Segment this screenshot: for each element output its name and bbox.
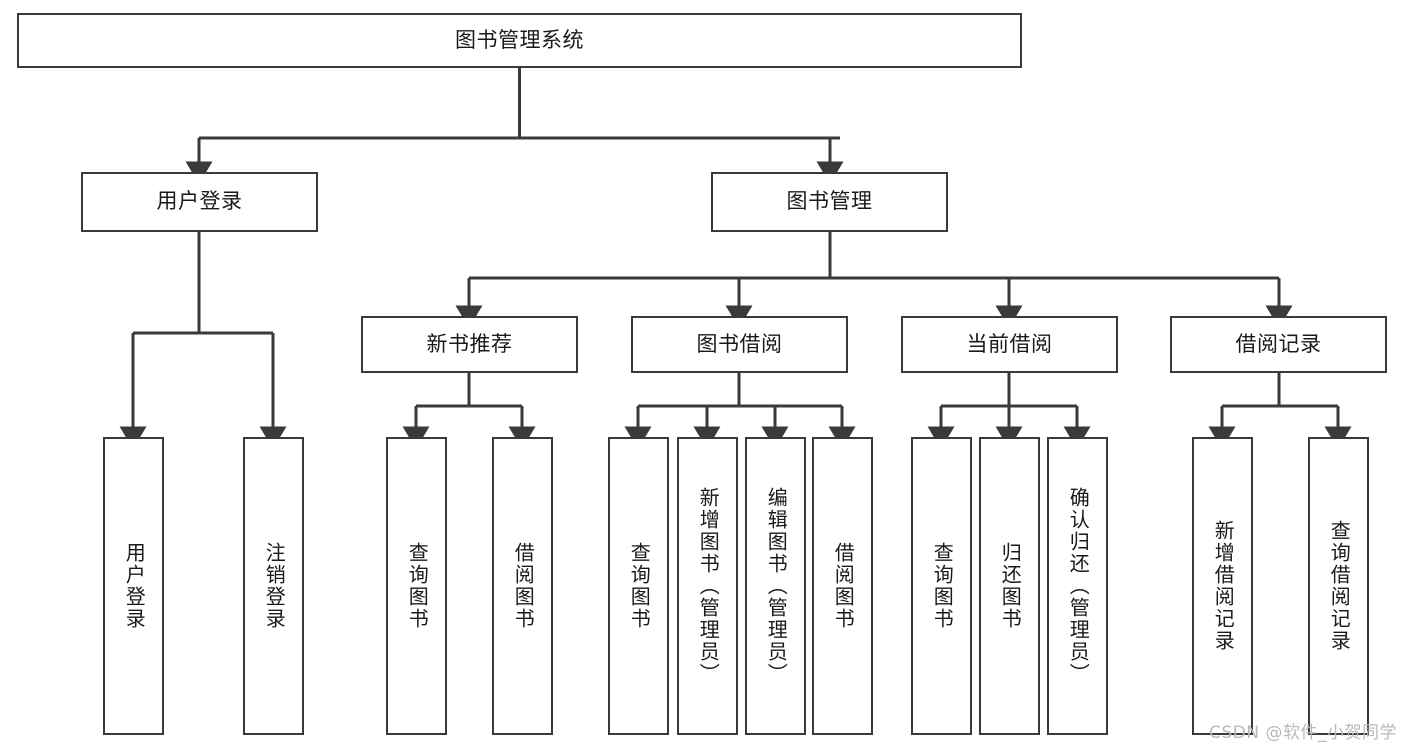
node-label: 查询图书 xyxy=(627,542,652,630)
node-new-book-recommend[interactable]: 新书推荐 xyxy=(361,316,578,373)
leaf-borrow-edit-book-admin[interactable]: 编辑图书（管理员） xyxy=(745,437,806,735)
node-label: 注销登录 xyxy=(262,542,287,630)
leaf-borrow-query-book[interactable]: 查询图书 xyxy=(608,437,669,735)
node-label: 查询图书 xyxy=(930,542,955,630)
node-label: 当前借阅 xyxy=(966,331,1053,356)
node-label: 新书推荐 xyxy=(426,331,513,356)
node-label: 图书借阅 xyxy=(696,331,783,356)
leaf-borrow-borrow-book[interactable]: 借阅图书 xyxy=(812,437,873,735)
node-label: 借阅图书 xyxy=(511,542,536,630)
leaf-current-return-book[interactable]: 归还图书 xyxy=(979,437,1040,735)
leaf-record-query-record[interactable]: 查询借阅记录 xyxy=(1308,437,1369,735)
node-label: 用户登录 xyxy=(156,189,243,214)
node-book-borrow[interactable]: 图书借阅 xyxy=(631,316,848,373)
node-label: 确认归还（管理员） xyxy=(1066,487,1091,685)
node-label: 用户登录 xyxy=(122,542,147,630)
node-label: 查询借阅记录 xyxy=(1327,520,1352,652)
node-book-management[interactable]: 图书管理 xyxy=(711,172,948,232)
node-label: 归还图书 xyxy=(998,542,1023,630)
leaf-record-add-record[interactable]: 新增借阅记录 xyxy=(1192,437,1253,735)
leaf-user-login-login[interactable]: 用户登录 xyxy=(103,437,164,735)
node-label: 查询图书 xyxy=(405,542,430,630)
node-label: 图书管理系统 xyxy=(455,27,584,52)
node-user-login[interactable]: 用户登录 xyxy=(81,172,318,232)
leaf-recommend-borrow-book[interactable]: 借阅图书 xyxy=(492,437,553,735)
node-current-borrow[interactable]: 当前借阅 xyxy=(901,316,1118,373)
node-label: 编辑图书（管理员） xyxy=(764,487,789,685)
node-borrow-record[interactable]: 借阅记录 xyxy=(1170,316,1387,373)
node-label: 图书管理 xyxy=(786,189,873,214)
node-label: 借阅图书 xyxy=(831,542,856,630)
node-root-book-management-system[interactable]: 图书管理系统 xyxy=(17,13,1022,68)
csdn-watermark: CSDN @软件_小贺同学 xyxy=(1209,723,1397,743)
leaf-borrow-add-book-admin[interactable]: 新增图书（管理员） xyxy=(677,437,738,735)
node-label: 借阅记录 xyxy=(1235,331,1322,356)
leaf-recommend-query-book[interactable]: 查询图书 xyxy=(386,437,447,735)
leaf-user-login-logout[interactable]: 注销登录 xyxy=(243,437,304,735)
leaf-current-query-book[interactable]: 查询图书 xyxy=(911,437,972,735)
node-label: 新增借阅记录 xyxy=(1211,520,1236,652)
node-label: 新增图书（管理员） xyxy=(696,487,721,685)
leaf-current-confirm-return-admin[interactable]: 确认归还（管理员） xyxy=(1047,437,1108,735)
